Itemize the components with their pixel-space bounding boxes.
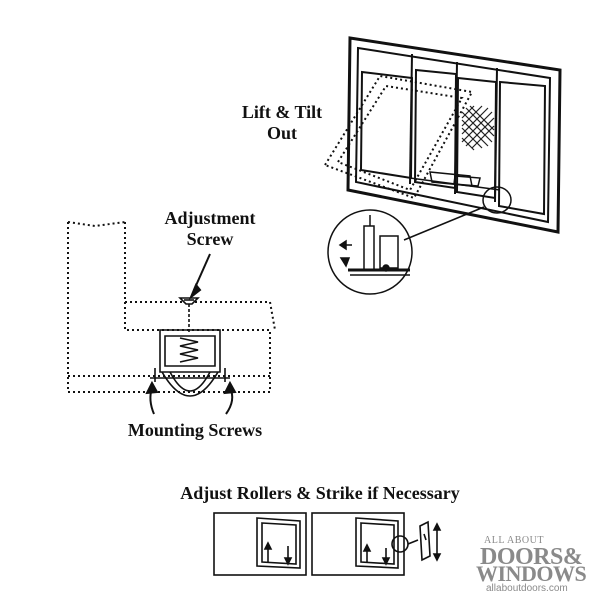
roller-detail [338, 215, 410, 276]
adjustment-screw-label: Adjustment Screw [145, 208, 275, 249]
mounting-screws-label: Mounting Screws [127, 420, 263, 440]
frame-section-dotted [67, 221, 276, 393]
adjustment-screw-arrow [188, 253, 211, 301]
lift-tilt-line1: Lift & Tilt [241, 102, 323, 122]
lift-tilt-label: Lift & Tilt Out [222, 102, 342, 143]
tilted-screen-dotted [323, 74, 474, 200]
logo-line2: DOORS& [480, 544, 583, 570]
sliding-window-illustration [346, 36, 562, 234]
roller-adjust-figure-right [311, 512, 442, 576]
mounting-screw-arrows [145, 380, 237, 415]
screen-mesh-hatch [461, 105, 495, 151]
adjustment-line2: Screw [186, 228, 234, 249]
roller-assembly [150, 297, 230, 397]
logo-line1: ALL ABOUT [484, 535, 544, 546]
roller-adjust-figure-left [213, 512, 307, 576]
logo-line3: WINDOWS [476, 561, 587, 586]
adjust-rollers-caption: Adjust Rollers & Strike if Necessary [180, 483, 460, 503]
adjustment-line1: Adjustment [164, 208, 256, 228]
detail-callout [327, 186, 512, 295]
lift-tilt-line2: Out [266, 122, 297, 143]
logo-url: allaboutdoors.com [486, 583, 568, 594]
